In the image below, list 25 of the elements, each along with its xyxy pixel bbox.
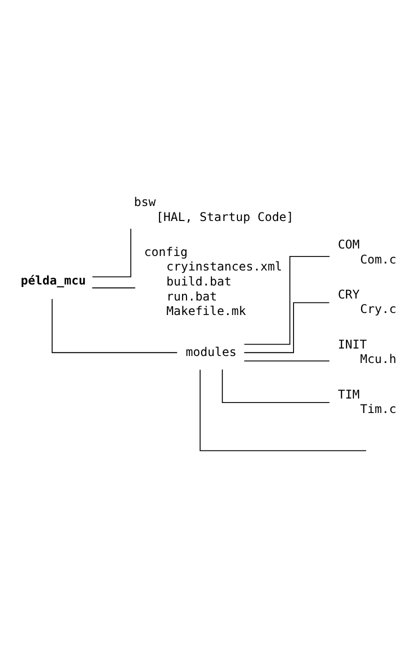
node-text: példa_mcu xyxy=(20,274,86,288)
connector xyxy=(244,360,330,362)
node-label: Tim.c xyxy=(360,402,396,416)
node-text: TIM xyxy=(338,387,360,402)
connector xyxy=(244,256,330,345)
node-label: Com.c xyxy=(360,252,396,266)
node-text: INIT xyxy=(338,337,367,352)
connector xyxy=(92,287,136,288)
node-text: config xyxy=(144,244,188,259)
connector xyxy=(200,369,367,452)
connector xyxy=(52,298,178,354)
node-text: CRY xyxy=(338,287,360,302)
node-label: Makefile.mk xyxy=(166,304,246,318)
connector xyxy=(92,228,132,278)
node-label: run.bat xyxy=(166,289,218,304)
node-label: build.bat xyxy=(166,274,232,288)
node-label: Mcu.h xyxy=(360,352,396,366)
node-text: bsw xyxy=(134,194,156,209)
node-text: modules xyxy=(186,344,236,359)
node-text: COM xyxy=(338,237,360,252)
connector xyxy=(244,302,330,354)
node-label: Cry.c xyxy=(360,302,396,316)
node-label: cryinstances.xml xyxy=(166,260,282,274)
node-label: [HAL, Startup Code] xyxy=(156,210,294,224)
connector xyxy=(222,369,330,404)
